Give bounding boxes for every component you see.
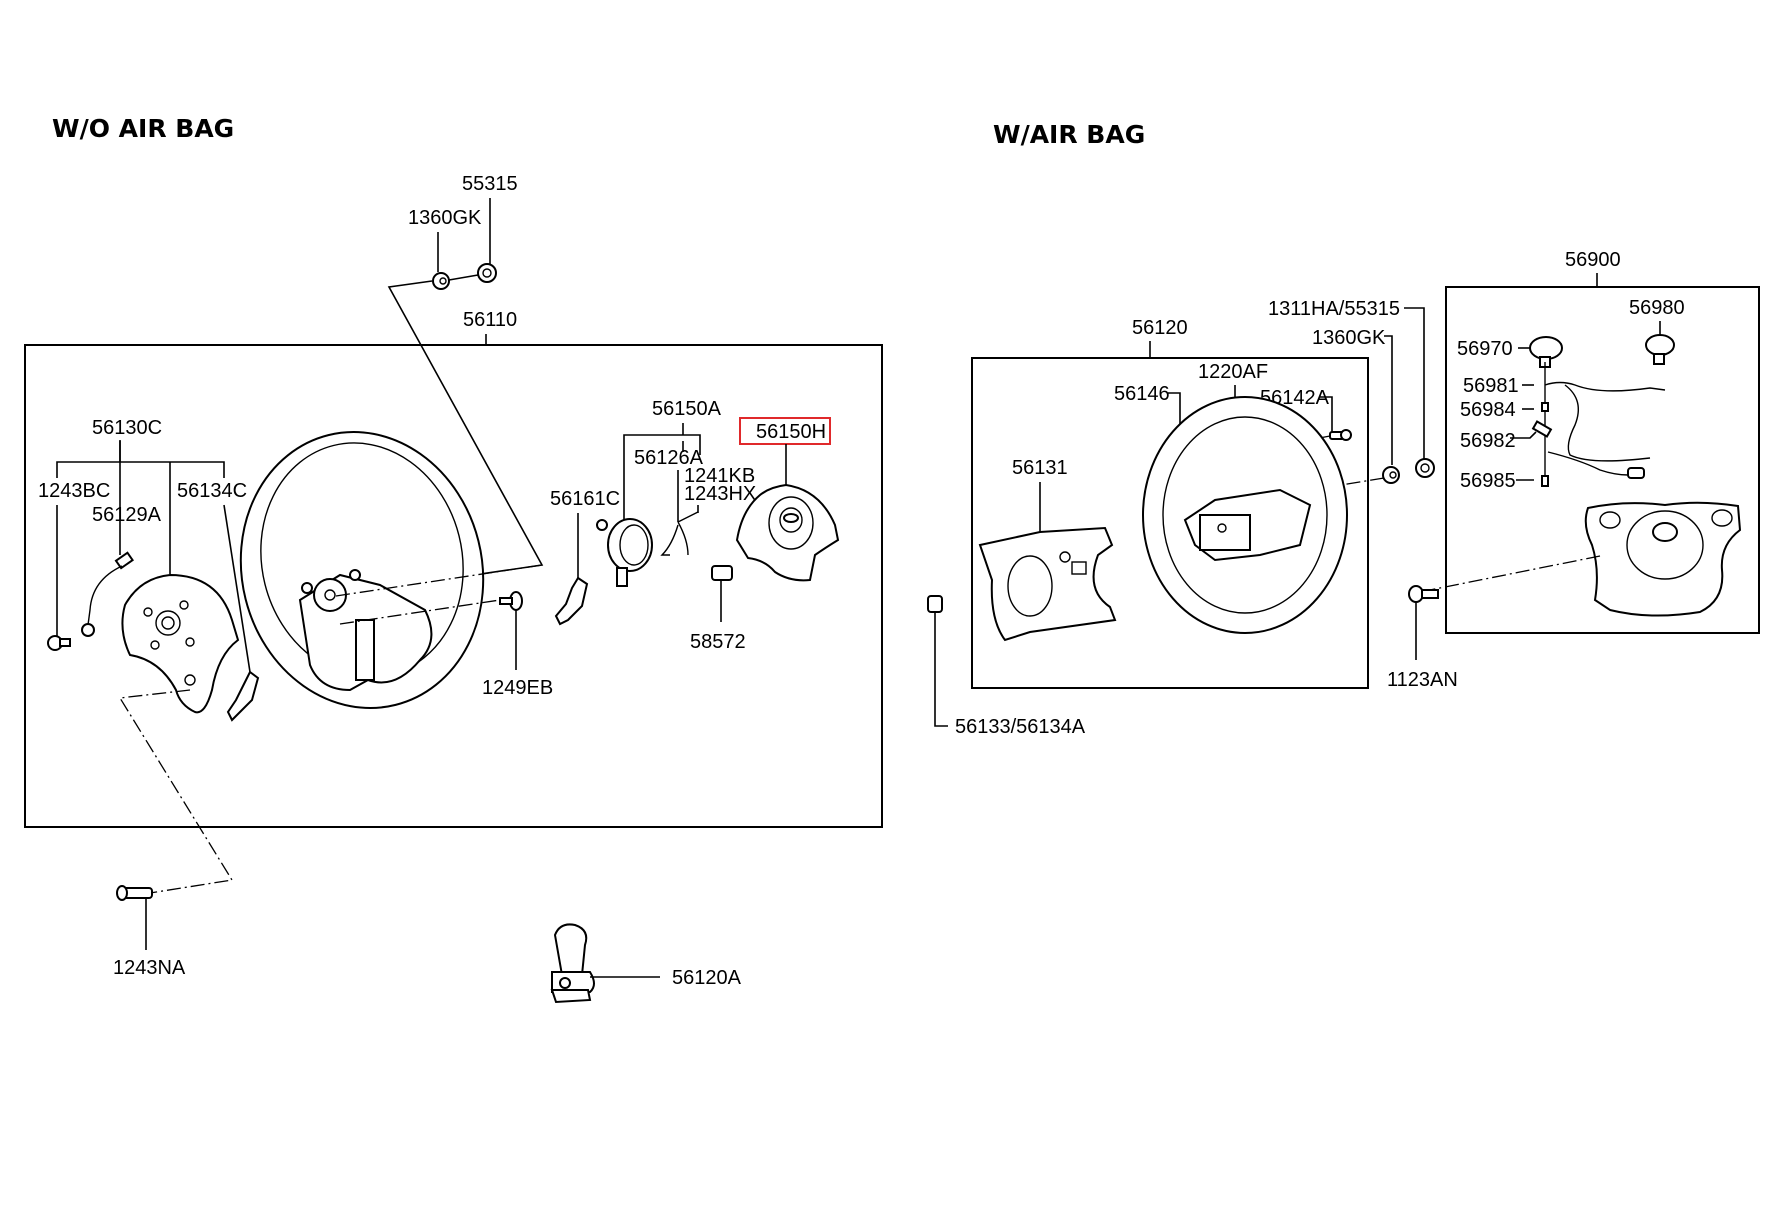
part-label-56146[interactable]: 56146 [1114,383,1170,405]
part-label-1241kb[interactable]: 1241KB [684,465,755,487]
part-label-56126a[interactable]: 56126A [634,447,704,469]
airbag-steering-wheel-icon [1142,396,1348,634]
bracket-56161c-icon [554,576,589,626]
part-label-55315[interactable]: 55315 [462,173,518,195]
part-label-1360gk-airbag[interactable]: 1360GK [1312,327,1386,349]
bolt-1123an-icon [1408,585,1439,603]
part-label-56984[interactable]: 56984 [1460,399,1516,421]
clip-58572-icon [711,565,733,581]
nut-icon [477,263,497,283]
horn-wire-icon [81,551,134,637]
part-label-56129a[interactable]: 56129A [92,504,162,526]
part-label-1123an[interactable]: 1123AN [1387,669,1458,691]
part-label-1311ha-55315[interactable]: 1311HA/55315 [1268,298,1400,320]
part-label-56900[interactable]: 56900 [1565,249,1621,271]
nut-airbag-icon [1415,458,1435,478]
section-title-with-airbag: W/AIR BAG [993,120,1145,149]
assembly-box-56110 [24,344,883,828]
airbag-wiring-icon [1531,362,1666,487]
screw-icon [47,635,71,651]
part-label-56970[interactable]: 56970 [1457,338,1513,360]
bracket-icon [226,670,260,722]
horn-pad-icon [121,573,240,714]
button-56970-icon [1529,336,1563,368]
washer-icon [432,272,450,290]
horn-switch-icon [596,518,653,587]
clip-56133-icon [927,595,943,613]
part-label-56150h[interactable]: 56150H [756,421,826,443]
part-label-56131[interactable]: 56131 [1012,457,1068,479]
part-label-1243bc[interactable]: 1243BC [38,480,110,502]
spinner-knob-icon [550,923,595,1004]
part-label-56110[interactable]: 56110 [463,309,517,331]
part-label-56981[interactable]: 56981 [1463,375,1519,397]
part-label-1249eb[interactable]: 1249EB [482,677,553,699]
back-cover-icon [978,526,1117,642]
screw-1249eb-icon [499,591,523,611]
part-label-56161c[interactable]: 56161C [550,488,620,510]
part-label-1243hx[interactable]: 1243HX [684,483,756,505]
part-label-56985[interactable]: 56985 [1460,470,1516,492]
part-label-56982[interactable]: 56982 [1460,430,1516,452]
section-title-without-airbag: W/O AIR BAG [52,114,234,143]
part-label-58572[interactable]: 58572 [690,631,746,653]
part-label-56134c[interactable]: 56134C [177,480,247,502]
screw-1243na-icon [116,885,153,901]
part-label-56130c[interactable]: 56130C [92,417,162,439]
button-56980-icon [1645,334,1675,365]
washer-airbag-icon [1382,466,1400,484]
part-label-56150a[interactable]: 56150A [652,398,722,420]
assembly-box-56120 [971,357,1369,689]
assembly-box-56900 [1445,286,1760,634]
part-label-1243na[interactable]: 1243NA [113,957,186,979]
part-label-1220af[interactable]: 1220AF [1198,361,1268,383]
steering-wheel-icon [239,431,485,709]
airbag-module-icon [1584,501,1742,617]
bolt-56142a-icon [1329,429,1352,441]
part-label-1360gk[interactable]: 1360GK [408,207,482,229]
part-label-56980[interactable]: 56980 [1629,297,1685,319]
horn-cover-icon [735,483,840,582]
highlight-box-56150h [739,417,831,445]
part-label-56133-56134a[interactable]: 56133/56134A [955,716,1086,738]
part-label-56120a[interactable]: 56120A [672,967,742,989]
part-label-56120[interactable]: 56120 [1132,317,1188,339]
wire-1241kb-icon [660,511,699,556]
